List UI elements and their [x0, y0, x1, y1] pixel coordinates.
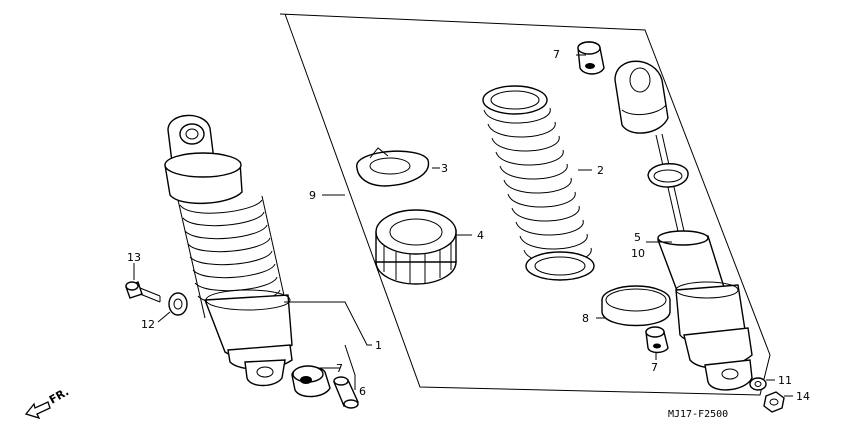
- spring-adjuster-ring: [375, 209, 457, 285]
- callout-9: 9: [309, 189, 316, 202]
- callout-10: 10: [631, 247, 645, 260]
- spring-seat-stopper: [356, 147, 430, 187]
- callout-7-right: 7: [651, 361, 658, 374]
- collar: [333, 376, 359, 409]
- bushing-lower-left: [291, 365, 331, 398]
- damper-unit: [614, 60, 753, 391]
- leader-lines: [133, 54, 793, 397]
- callout-11: 11: [778, 374, 792, 387]
- diagram-code: MJ17-F2500: [668, 409, 728, 420]
- callout-2: 2: [597, 164, 604, 177]
- front-direction-label: FR.: [47, 385, 71, 406]
- bushing-lower-right: [645, 326, 669, 354]
- callout-8: 8: [582, 312, 589, 325]
- callout-4: 4: [477, 229, 484, 242]
- coil-spring: [482, 85, 595, 281]
- callout-7-upper: 7: [553, 48, 560, 61]
- washer-left: [168, 292, 188, 316]
- callout-6: 6: [359, 385, 366, 398]
- shock-absorber-assembly: [164, 114, 293, 387]
- nut: [763, 391, 785, 413]
- callout-12: 12: [141, 318, 155, 331]
- washer-right: [749, 377, 767, 391]
- bolt: [125, 281, 161, 303]
- callout-13: 13: [127, 251, 141, 264]
- callout-14: 14: [796, 390, 810, 403]
- assembly-outline: [279, 13, 771, 396]
- bushing-upper: [577, 41, 605, 75]
- callout-7-left: 7: [336, 362, 343, 375]
- callout-1: 1: [375, 339, 382, 352]
- callout-5: 5: [634, 231, 641, 244]
- damper-band: [601, 285, 671, 327]
- callout-3: 3: [441, 162, 448, 175]
- front-direction-arrow: FR.: [24, 385, 71, 420]
